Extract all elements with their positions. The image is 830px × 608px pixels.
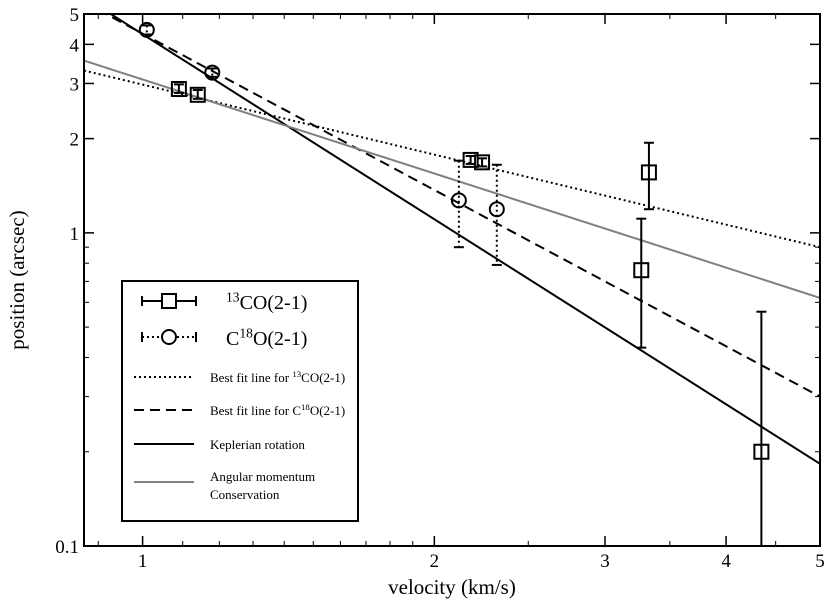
x-tick-label: 1 [138, 551, 148, 572]
legend-item-angular-momentum-label: Angular momentum [210, 469, 315, 484]
data-point-13co [640, 164, 657, 181]
data-point-c18o [450, 192, 467, 209]
data-point-13co [474, 154, 491, 171]
x-tick-label: 2 [430, 551, 440, 572]
data-point-13co [633, 262, 650, 279]
axis-ticks-layer: 1 2 3 4 5 0.1 1 2 3 4 5 [55, 5, 825, 572]
legend-item-keplerian-label: Keplerian rotation [210, 437, 305, 452]
legend-item-fit-c18o-label: Best fit line for C18O(2-1) [210, 402, 345, 418]
data-points-layer [138, 21, 770, 547]
y-tick-label: 0.1 [55, 537, 79, 558]
x-tick-label: 4 [721, 551, 731, 572]
legend-item-angular-momentum-label-line2: Conservation [210, 487, 280, 502]
keplerian-rotation-line [108, 14, 820, 465]
angular-momentum-line [84, 59, 820, 299]
data-point-13co [170, 81, 187, 98]
data-point-c18o [488, 201, 505, 218]
legend-item-c18o-marker [161, 329, 177, 345]
legend: 13CO(2-1) C18O(2-1) Best fit line for 13CO… [121, 280, 359, 522]
legend-box [121, 280, 359, 522]
legend-item-13co-label: 13CO(2-1) [226, 289, 307, 314]
data-point-c18o [204, 64, 221, 81]
legend-item-c18o-label: C18O(2-1) [226, 325, 307, 350]
y-tick-label: 2 [70, 130, 80, 151]
x-tick-label: 5 [815, 551, 825, 572]
x-tick-label: 3 [600, 551, 610, 572]
x-axis-label: velocity (km/s) [388, 575, 516, 599]
plot-frame [83, 13, 821, 547]
data-point-c18o [138, 21, 155, 38]
y-tick-label: 1 [70, 224, 80, 245]
legend-item-fit-13co-label: Best fit line for 13CO(2-1) [210, 369, 345, 385]
y-axis-label: position (arcsec) [5, 210, 29, 349]
y-tick-label: 4 [70, 35, 80, 56]
legend-item-13co-marker [161, 293, 177, 309]
data-point-13co [189, 86, 206, 103]
y-tick-label: 3 [70, 74, 80, 95]
data-point-13co [753, 443, 770, 460]
y-tick-label: 5 [70, 5, 80, 26]
